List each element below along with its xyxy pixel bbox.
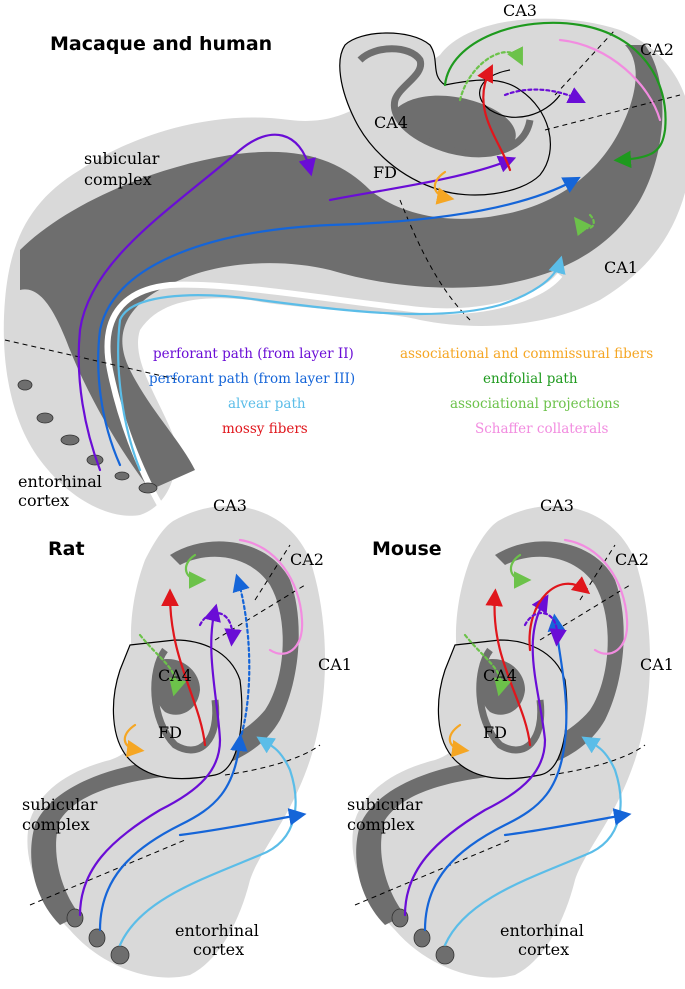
entorhinal-islands-top [17, 379, 158, 494]
mossy-mouse-2 [528, 576, 591, 652]
title-rat: Rat [48, 538, 85, 560]
label-entorhinal-mouse-1: entorhinal [500, 921, 584, 940]
title-mouse: Mouse [372, 538, 442, 560]
schaffer-mouse [563, 538, 629, 655]
border-ec-mouse [354, 839, 511, 906]
border-ec-top [4, 339, 181, 381]
assoc-proj-rat [184, 553, 207, 589]
perforant-dotted-mouse [523, 612, 567, 647]
border-ca3-rat [254, 544, 291, 601]
label-ca4-mouse: CA4 [483, 666, 517, 685]
label-ca1-top: CA1 [604, 258, 638, 277]
legend-perforant-III: perforant path (from layer III) [149, 371, 355, 387]
tissue-dark-band-top [20, 45, 663, 490]
label-ca1-rat: CA1 [318, 655, 352, 674]
border-ca1-top [399, 199, 471, 321]
mossy-fibers-top [477, 64, 512, 172]
perforant-II-path-top-2 [328, 155, 517, 202]
label-subicular-mouse-2: complex [347, 815, 415, 834]
assoc-comm-top [433, 170, 455, 205]
assoc-proj-mouse-2 [463, 633, 512, 697]
assoc-comm-rat [123, 723, 145, 758]
alvear-rat [118, 736, 297, 947]
assoc-proj-mouse [509, 553, 532, 589]
tissue-dark-rat [31, 541, 299, 925]
label-ca3-rat: CA3 [213, 496, 247, 515]
perforant-III-mouse [423, 613, 568, 932]
legend: perforant path (from layer II) perforant… [149, 346, 653, 437]
legend-mossy: mossy fibers [222, 421, 308, 437]
title-macaque-human: Macaque and human [50, 33, 272, 55]
label-ca2-mouse: CA2 [615, 550, 649, 569]
legend-schaffer: Schaffer collaterals [475, 421, 608, 437]
label-subicular-rat-2: complex [22, 815, 90, 834]
label-entorhinal-rat-1: entorhinal [175, 921, 259, 940]
schaffer-top [558, 38, 662, 122]
label-subicular-top-1: subicular [84, 149, 160, 168]
legend-endfolial: endfolial path [483, 371, 578, 387]
legend-assoc-comm: associational and commissural fibers [400, 346, 653, 362]
label-subicular-mouse-1: subicular [347, 795, 423, 814]
label-ca1-mouse: CA1 [640, 655, 674, 674]
panel-macaque-human [3, 18, 685, 516]
border-ec-rat [29, 839, 186, 906]
schaffer-rat [238, 538, 304, 655]
assoc-proj-top-2 [573, 213, 595, 237]
border-ca1-mouse [549, 744, 646, 776]
perforant-II-mouse [403, 594, 549, 917]
perforant-III-mouse-2 [503, 808, 632, 837]
perforant-III-rat [98, 733, 248, 932]
alvear-path-top [117, 255, 566, 472]
label-fd-rat: FD [158, 723, 182, 742]
legend-assoc-proj: associational projections [450, 396, 620, 412]
label-subicular-rat-1: subicular [22, 795, 98, 814]
label-entorhinal-top-2: cortex [18, 491, 69, 510]
label-ca4-rat: CA4 [158, 666, 192, 685]
perforant-dotted-top [503, 87, 586, 103]
endfolial-path-top [443, 21, 667, 169]
granule-layer-top [357, 45, 534, 158]
perforant-III-dotted-rat [232, 573, 251, 742]
tissue-dark-mouse [356, 541, 624, 925]
label-ca3-top: CA3 [503, 1, 537, 20]
label-entorhinal-mouse-2: cortex [518, 940, 569, 959]
assoc-proj-rat-2 [138, 633, 187, 697]
label-fd-mouse: FD [483, 723, 507, 742]
label-fd-top: FD [373, 163, 397, 182]
assoc-comm-mouse [448, 723, 470, 758]
label-ca4-top: CA4 [374, 113, 408, 132]
panel-mouse [352, 505, 650, 978]
border-ca3-top [554, 29, 616, 96]
label-entorhinal-rat-2: cortex [193, 940, 244, 959]
legend-alvear: alvear path [228, 396, 306, 412]
label-ca2-rat: CA2 [290, 550, 324, 569]
border-ca1-rat [224, 744, 321, 776]
label-ca3-mouse: CA3 [540, 496, 574, 515]
panel-rat [27, 505, 325, 978]
legend-perforant-II: perforant path (from layer II) [153, 346, 354, 362]
perforant-III-path-top [97, 176, 581, 467]
perforant-II-rat [78, 603, 222, 917]
perforant-III-rat-2 [178, 808, 307, 837]
label-entorhinal-top-1: entorhinal [18, 472, 102, 491]
alvear-mouse [443, 736, 622, 947]
perforant-II-path-top [77, 133, 316, 472]
assoc-proj-top-1 [458, 46, 523, 102]
perforant-dotted-rat [198, 612, 242, 647]
label-subicular-top-2: complex [84, 170, 152, 189]
label-ca2-top: CA2 [640, 40, 674, 59]
